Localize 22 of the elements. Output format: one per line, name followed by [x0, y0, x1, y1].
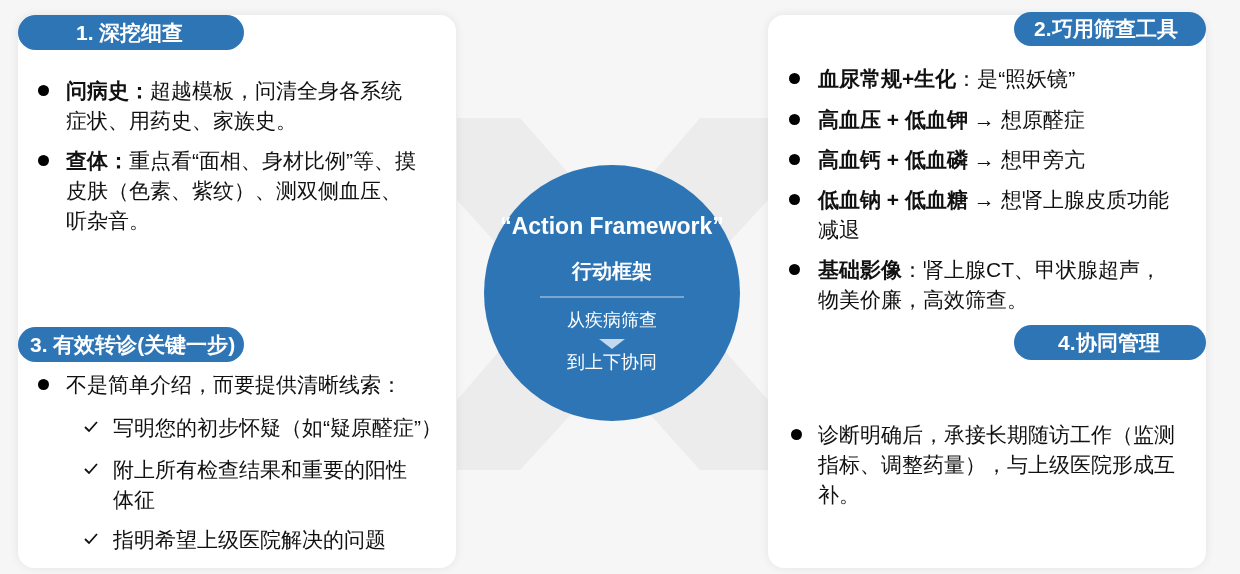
section-header: 2.巧用筛查工具 — [1014, 12, 1206, 46]
hub-text: 从疾病筛查 — [567, 309, 657, 332]
bullet-item: 问病史：超越模板，问清全身各系统症状、用药史、家族史。 — [66, 78, 403, 134]
bullet-item: 低血钠 + 低血糖 → 想肾上腺皮质功能减退 — [818, 187, 1170, 243]
checklist-item: 附上所有检查结果和重要的阳性体征 — [113, 457, 408, 513]
section-header: 3. 有效转诊(关键一步) — [18, 327, 244, 362]
hub-text: 到上下协同 — [567, 351, 657, 374]
checklist-item: 指明希望上级医院解决的问题 — [113, 527, 387, 553]
bullet-item: 高血压 + 低血钾 → 想原醛症 — [818, 107, 1086, 133]
hub-subtitle: 行动框架 — [572, 259, 652, 284]
hub-title: “Action Framework” — [500, 213, 724, 240]
section-header: 1. 深挖细查 — [18, 15, 244, 50]
bullet-item: 高血钙 + 低血磷 → 想甲旁亢 — [818, 147, 1086, 173]
bullet-item: 血尿常规+生化：是“照妖镜” — [818, 66, 1077, 92]
section-header: 4.协同管理 — [1014, 325, 1206, 360]
bullet-item: 查体：重点看“面相、身材比例”等、摸皮肤（色素、紫纹）、测双侧血压、听杂音。 — [66, 148, 417, 234]
bullet-item: 基础影像：肾上腺CT、甲状腺超声，物美价廉，高效筛查。 — [818, 257, 1162, 313]
checklist-item: 写明您的初步怀疑（如“疑原醛症”） — [113, 415, 443, 441]
panel-card — [18, 15, 456, 568]
bullet-item: 诊断明确后，承接长期随访工作（监测指标、调整药量），与上级医院形成互补。 — [818, 422, 1176, 508]
bullet-item: 不是简单介绍，而要提供清晰线索： — [66, 372, 403, 398]
panel-card — [768, 15, 1206, 568]
